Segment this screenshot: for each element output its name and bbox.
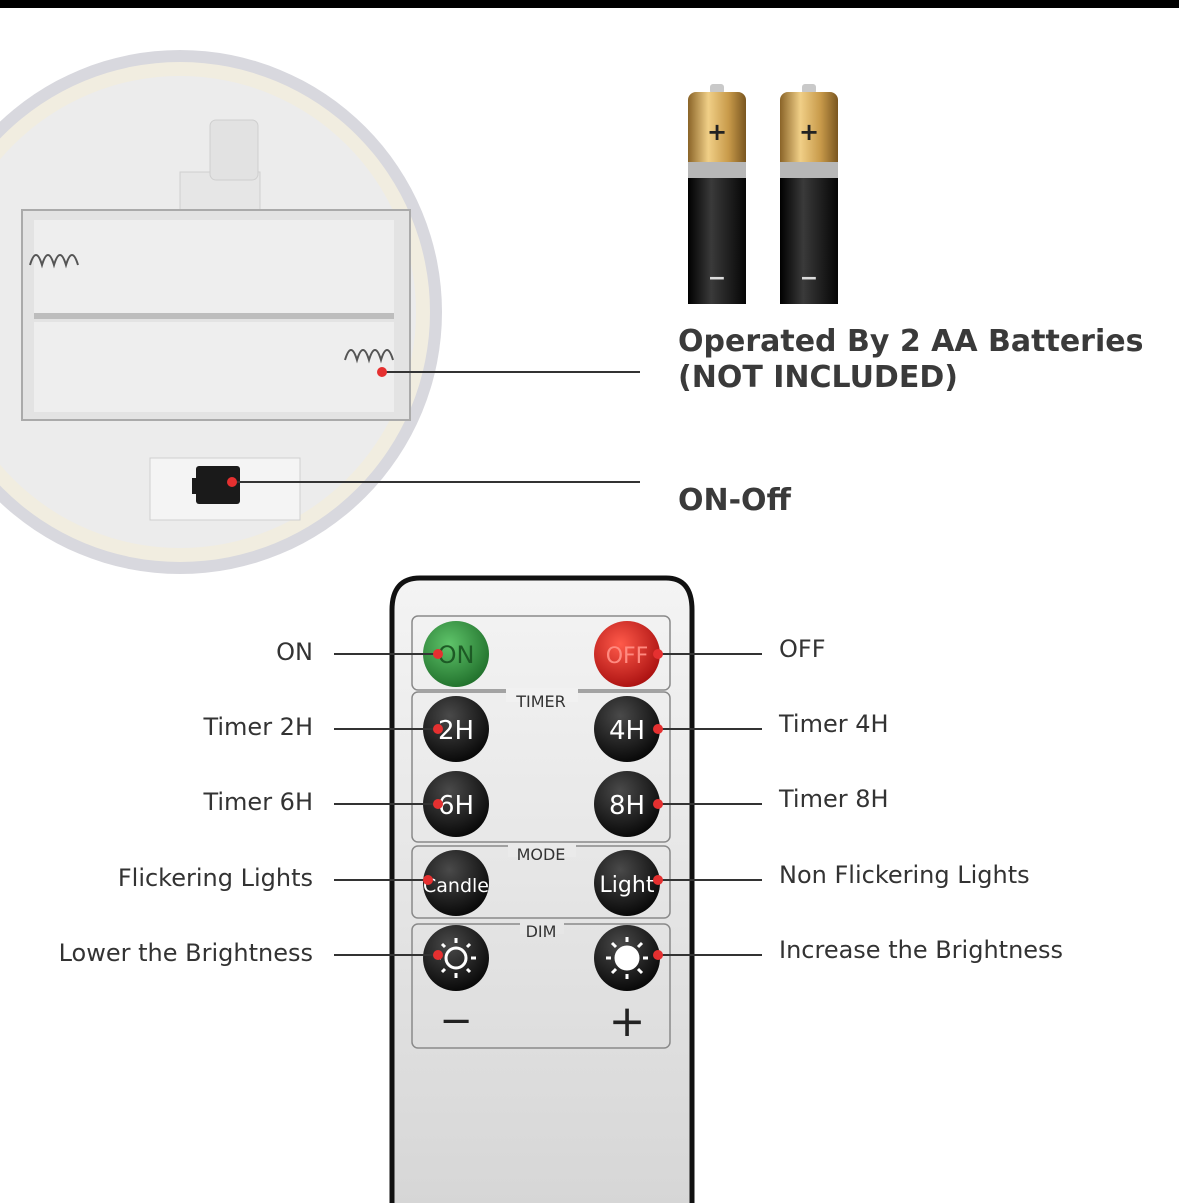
timer-8h-button[interactable]: 8H bbox=[594, 771, 660, 837]
battery-left-plus: + bbox=[707, 118, 727, 146]
on-button[interactable]: ON bbox=[423, 621, 489, 687]
timer-4h-button[interactable]: 4H bbox=[594, 696, 660, 762]
switch-marker-dot bbox=[227, 477, 237, 487]
battery-left-minus: − bbox=[708, 266, 726, 291]
label-timer-6h: Timer 6H bbox=[203, 788, 313, 816]
dim-lower-button[interactable] bbox=[423, 925, 489, 991]
label-non-flickering: Non Flickering Lights bbox=[779, 861, 1030, 889]
top-border bbox=[0, 0, 1179, 8]
section-timer-label: TIMER bbox=[515, 692, 566, 711]
on-button-label: ON bbox=[438, 641, 475, 669]
candle-base bbox=[0, 50, 442, 574]
left-leader-lines bbox=[334, 653, 438, 956]
light-mode-button-label: Light bbox=[600, 873, 655, 898]
sun-filled-icon bbox=[606, 937, 648, 979]
timer-6h-button[interactable]: 6H bbox=[423, 771, 489, 837]
candle-mode-button-label: Candle bbox=[423, 875, 489, 897]
battery-right-plus: + bbox=[799, 118, 819, 146]
light-mode-button[interactable]: Light bbox=[594, 850, 660, 916]
label-lower-brightness: Lower the Brightness bbox=[58, 939, 313, 967]
timer-4h-button-label: 4H bbox=[609, 716, 645, 746]
timer-8h-button-label: 8H bbox=[609, 791, 645, 821]
battery-title-line2: (NOT INCLUDED) bbox=[678, 360, 958, 395]
battery-title-line1: Operated By 2 AA Batteries bbox=[678, 324, 1144, 359]
switch-label: ON-Off bbox=[678, 483, 791, 518]
label-on: ON bbox=[276, 638, 313, 666]
candle-mode-button[interactable]: Candle bbox=[423, 850, 489, 916]
label-timer-2h: Timer 2H bbox=[203, 713, 313, 741]
right-leader-lines bbox=[658, 653, 762, 956]
label-flickering: Flickering Lights bbox=[117, 864, 313, 892]
dim-plus-symbol: + bbox=[609, 996, 646, 1047]
off-button-label: OFF bbox=[606, 644, 649, 669]
marker-dots bbox=[423, 649, 663, 960]
battery-right bbox=[780, 84, 838, 304]
battery-left bbox=[688, 84, 746, 304]
section-dim-label: DIM bbox=[526, 922, 557, 941]
label-increase-brightness: Increase the Brightness bbox=[779, 936, 1064, 964]
off-button[interactable]: OFF bbox=[594, 621, 660, 687]
label-timer-8h: Timer 8H bbox=[779, 785, 889, 813]
label-off: OFF bbox=[779, 635, 826, 663]
timer-2h-button[interactable]: 2H bbox=[423, 696, 489, 762]
battery-right-minus: − bbox=[800, 266, 818, 291]
label-timer-4h: Timer 4H bbox=[779, 710, 889, 738]
timer-6h-button-label: 6H bbox=[438, 791, 474, 821]
dim-increase-button[interactable] bbox=[594, 925, 660, 991]
dim-minus-symbol: − bbox=[439, 998, 473, 1044]
battery-marker-dot bbox=[377, 367, 387, 377]
timer-2h-button-label: 2H bbox=[438, 716, 474, 746]
section-mode-label: MODE bbox=[517, 845, 566, 864]
